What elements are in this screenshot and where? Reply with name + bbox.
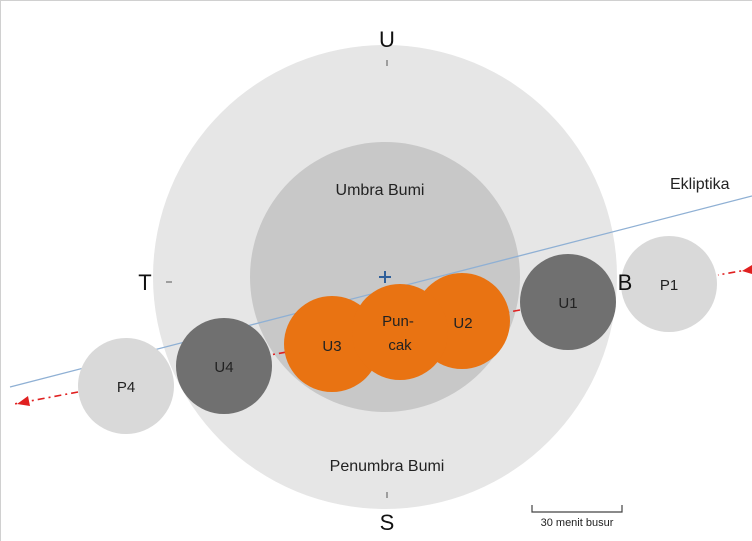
- moon-u1-disc: [520, 254, 616, 350]
- umbra-label: Umbra Bumi: [336, 182, 425, 199]
- moon-p4-disc: [78, 338, 174, 434]
- moon-u4-label: U4: [214, 359, 233, 376]
- west-label: B: [618, 270, 633, 295]
- moon-p1-disc: [621, 236, 717, 332]
- path-arrowhead-right: [742, 265, 752, 274]
- penumbra-label: Penumbra Bumi: [330, 458, 445, 475]
- ecliptic-label: Ekliptika: [670, 176, 730, 193]
- north-label: U: [379, 27, 395, 52]
- moon-u4-disc: [176, 318, 272, 414]
- path-arrowhead-left: [17, 396, 30, 406]
- moon-peak-label-line2: cak: [388, 337, 412, 354]
- moon-p1-label: P1: [660, 277, 678, 294]
- scale-bar-label: 30 menit busur: [541, 517, 614, 529]
- east-label: T: [138, 270, 151, 295]
- moon-u3-label: U3: [322, 338, 341, 355]
- moon-peak-label-line1: Pun-: [382, 313, 414, 330]
- moon-peak-disc: [352, 284, 448, 380]
- moon-p4-label: P4: [117, 379, 135, 396]
- moon-u1-label: U1: [558, 295, 577, 312]
- south-label: S: [380, 510, 395, 535]
- scale-bar: [531, 505, 623, 513]
- moon-u2-label: U2: [453, 315, 472, 332]
